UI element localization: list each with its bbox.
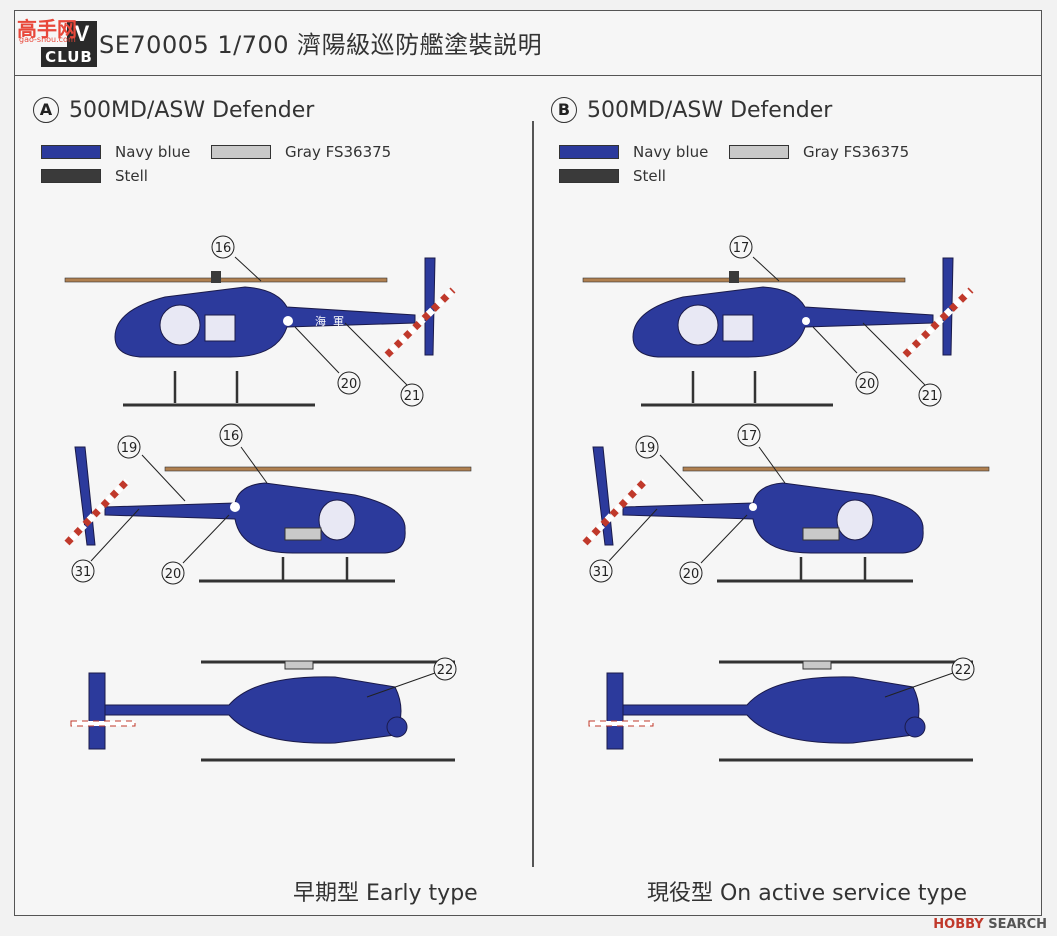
- watermark-chars: 高手网: [17, 17, 77, 41]
- legend-label: Navy blue: [115, 143, 191, 161]
- callout-number: 16: [223, 429, 240, 444]
- watermark-brand: HOBBY: [933, 917, 984, 932]
- swatch-navy: [559, 145, 619, 159]
- logo-letter: V: [67, 21, 97, 47]
- legend-label: Stell: [115, 167, 148, 185]
- callout-number: 21: [922, 389, 939, 404]
- swatch-gray: [729, 145, 789, 159]
- helicopter-drawings: 海 軍 16 20 21: [64, 235, 472, 762]
- panel-heading: B 500MD/ASW Defender: [551, 97, 832, 123]
- helicopter-top-view: 22: [70, 657, 457, 762]
- callout-number: 19: [639, 441, 656, 456]
- insignia-text: 軍: [333, 315, 344, 328]
- legend-label: Stell: [633, 167, 666, 185]
- callout-number: 20: [165, 567, 182, 582]
- panel-heading: A 500MD/ASW Defender: [33, 97, 314, 123]
- callout-number: 17: [741, 429, 758, 444]
- legend-label: Gray FS36375: [803, 143, 910, 161]
- hobby-search-watermark: HOBBY SEARCH: [933, 917, 1047, 932]
- panel-b: B 500MD/ASW Defender Navy blue Gray FS36…: [533, 75, 1033, 917]
- watermark-suffix: SEARCH: [988, 917, 1047, 932]
- panel-caption: 早期型 Early type: [293, 881, 478, 906]
- header: V CLUB 高手网 gao-shou.com SE70005 1/700 濟陽…: [15, 11, 1041, 76]
- swatch-navy: [41, 145, 101, 159]
- panel-letter: A: [33, 97, 59, 123]
- swatch-steel: [41, 169, 101, 183]
- callout-number: 31: [593, 565, 610, 580]
- page-title: SE70005 1/700 濟陽級巡防艦塗裝説明: [99, 31, 543, 59]
- callout-number: 16: [215, 241, 232, 256]
- watermark-url: gao-shou.com: [19, 35, 76, 44]
- panel-a: A 500MD/ASW Defender Navy blue Gray FS36…: [15, 75, 515, 917]
- insignia-text: 海: [315, 314, 326, 328]
- panel-caption: 現役型 On active service type: [647, 881, 968, 906]
- brand-logo: V CLUB 高手网 gao-shou.com: [17, 17, 97, 67]
- callout-number: 20: [859, 377, 876, 392]
- callout-number: 31: [75, 565, 92, 580]
- callout-number: 17: [733, 241, 750, 256]
- callout-number: 22: [955, 663, 972, 678]
- callout-number: 22: [437, 663, 454, 678]
- helicopter-top-view: 22: [588, 657, 975, 762]
- helicopter-right-view: 17 20 21: [582, 235, 974, 407]
- callout-number: 21: [404, 389, 421, 404]
- panel-heading-text: 500MD/ASW Defender: [69, 97, 315, 123]
- legend-item-gray: Gray FS36375: [729, 143, 909, 161]
- panel-divider: [532, 121, 534, 867]
- legend-item-gray: Gray FS36375: [211, 143, 391, 161]
- helicopter-left-view: 19 16 31 20: [64, 423, 472, 585]
- legend-label: Gray FS36375: [285, 143, 392, 161]
- callout-number: 20: [341, 377, 358, 392]
- swatch-steel: [559, 169, 619, 183]
- legend-item-steel: Stell: [41, 167, 148, 185]
- callout-number: 19: [121, 441, 138, 456]
- helicopter-drawings: 17 20 21: [582, 235, 990, 762]
- panel-heading-text: 500MD/ASW Defender: [587, 97, 833, 123]
- legend-item-steel: Stell: [559, 167, 666, 185]
- callout-number: 20: [683, 567, 700, 582]
- legend-item-navy: Navy blue: [559, 143, 708, 161]
- legend-label: Navy blue: [633, 143, 709, 161]
- legend-item-navy: Navy blue: [41, 143, 190, 161]
- panel-letter: B: [551, 97, 577, 123]
- instruction-sheet: V CLUB 高手网 gao-shou.com SE70005 1/700 濟陽…: [14, 10, 1042, 916]
- helicopter-right-view: 海 軍 16 20 21: [64, 235, 456, 407]
- swatch-gray: [211, 145, 271, 159]
- logo-club: CLUB: [41, 47, 97, 67]
- helicopter-left-view: 19 17 31 20: [582, 423, 990, 585]
